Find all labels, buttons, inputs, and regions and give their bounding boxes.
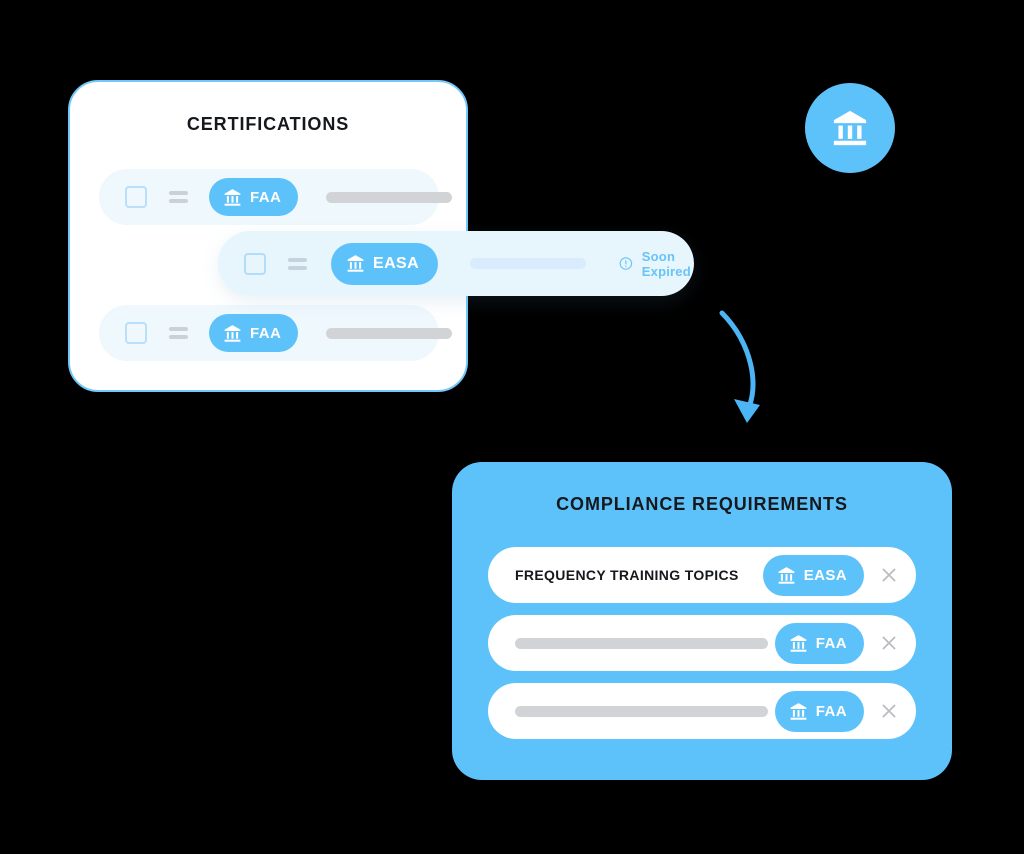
bank-icon [224,324,241,342]
compliance-requirements-card: COMPLIANCE REQUIREMENTS FREQUENCY TRAINI… [452,462,952,780]
placeholder-bar [515,705,768,717]
dragged-certification-row[interactable]: EASA Soon Expired [218,231,694,296]
bank-icon [790,634,807,652]
agency-badge-faa[interactable]: FAA [774,690,864,732]
alert-circle-icon [619,257,633,270]
row-checkbox[interactable] [244,252,266,275]
placeholder-bar [326,327,453,339]
agency-label: FAA [815,702,847,720]
certifications-title: CERTIFICATIONS [186,114,350,134]
curved-arrow-icon [719,310,760,423]
agency-badge-easa[interactable]: EASA [762,554,864,596]
drag-handle-icon[interactable] [169,191,188,203]
agency-label: FAA [250,324,282,342]
status-badge: Soon Expired [619,249,698,279]
compliance-row-label: FREQUENCY TRAINING TOPICS [515,567,739,583]
drag-handle-icon[interactable] [169,327,188,339]
status-label: Soon Expired [641,248,691,279]
close-icon[interactable] [878,700,900,722]
compliance-row[interactable]: FREQUENCY TRAINING TOPICS EASA [488,547,916,603]
certification-row[interactable]: FAA [99,305,453,361]
placeholder-bar [515,637,768,649]
agency-label: FAA [250,188,282,206]
bank-badge-circle [805,83,895,173]
bank-icon [224,188,241,206]
drag-handle-icon[interactable] [288,257,307,270]
agency-label: FAA [815,634,847,652]
compliance-title: COMPLIANCE REQUIREMENTS [556,494,848,514]
close-icon[interactable] [878,632,900,654]
bank-icon [790,702,807,720]
agency-badge-faa[interactable]: FAA [774,622,864,664]
agency-badge-easa[interactable]: EASA [331,242,439,285]
row-checkbox[interactable] [125,322,147,344]
placeholder-bar [326,191,453,203]
agency-badge-faa[interactable]: FAA [209,178,299,216]
close-icon[interactable] [878,564,900,586]
bank-icon [833,110,867,146]
agency-badge-faa[interactable]: FAA [209,314,299,352]
agency-label: EASA [803,566,847,584]
certification-row[interactable]: FAA [99,169,453,225]
compliance-row[interactable]: FAA [488,615,916,671]
agency-label: EASA [373,254,420,272]
bank-icon [778,566,795,584]
placeholder-bar [470,258,587,269]
compliance-row[interactable]: FAA [488,683,916,739]
row-checkbox[interactable] [125,186,147,208]
bank-icon [347,255,364,272]
